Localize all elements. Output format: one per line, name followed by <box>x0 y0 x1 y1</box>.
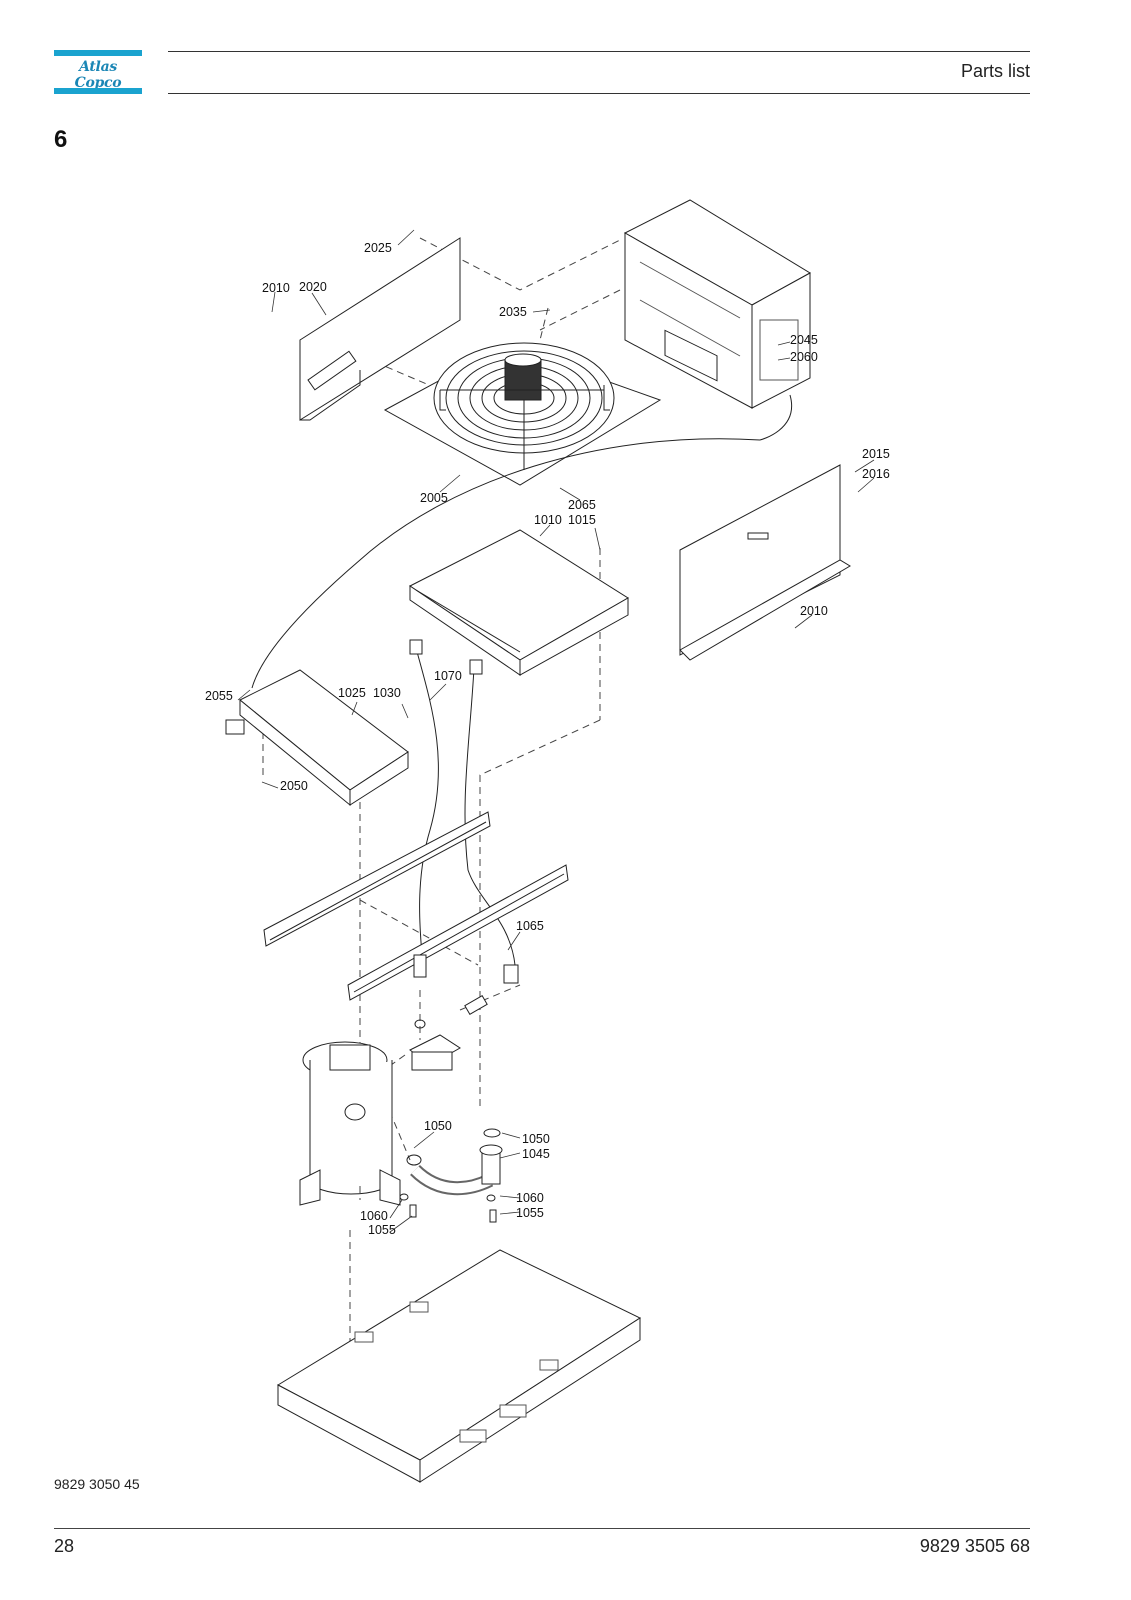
callout-1050-right: 1050 <box>522 1132 550 1146</box>
callout-2015: 2015 <box>862 447 890 461</box>
footer-rule <box>54 1528 1030 1529</box>
callout-2055: 2055 <box>205 689 233 703</box>
callout-1055-right: 1055 <box>516 1206 544 1220</box>
drawing-reference: 9829 3050 45 <box>54 1476 140 1492</box>
callout-2045: 2045 <box>790 333 818 347</box>
callout-1060-left: 1060 <box>360 1209 388 1223</box>
callout-2010-right: 2010 <box>800 604 828 618</box>
logo-bar-bottom <box>54 88 142 94</box>
header-rule-top <box>168 51 1030 52</box>
callout-2020: 2020 <box>299 280 327 294</box>
logo-bar-top <box>54 50 142 56</box>
callout-2016: 2016 <box>862 467 890 481</box>
header-rule-bottom <box>168 93 1030 94</box>
callout-2005: 2005 <box>420 491 448 505</box>
callout-2050: 2050 <box>280 779 308 793</box>
document-number: 9829 3505 68 <box>919 1536 1030 1556</box>
callout-2025: 2025 <box>364 241 392 255</box>
page-number: 28 <box>54 1536 75 1556</box>
section-number: 6 <box>54 126 68 153</box>
callout-1065: 1065 <box>516 919 544 933</box>
callout-1070: 1070 <box>434 669 462 683</box>
callout-1055-left: 1055 <box>368 1223 396 1237</box>
callout-1010: 1010 <box>534 513 562 527</box>
logo-wordmark: Atlas Copco <box>74 59 122 91</box>
callout-2060: 2060 <box>790 350 818 364</box>
atlas-copco-logo: Atlas Copco <box>54 50 142 94</box>
callout-1025: 1025 <box>338 686 366 700</box>
callout-1050-left: 1050 <box>424 1119 452 1133</box>
callout-2035: 2035 <box>499 305 527 319</box>
callout-2065: 2065 <box>568 498 596 512</box>
callout-2010-left: 2010 <box>262 281 290 295</box>
page-title: Parts list <box>960 61 1030 81</box>
callout-1060-right: 1060 <box>516 1191 544 1205</box>
callout-1015: 1015 <box>568 513 596 527</box>
callout-1045: 1045 <box>522 1147 550 1161</box>
callout-1030: 1030 <box>373 686 401 700</box>
